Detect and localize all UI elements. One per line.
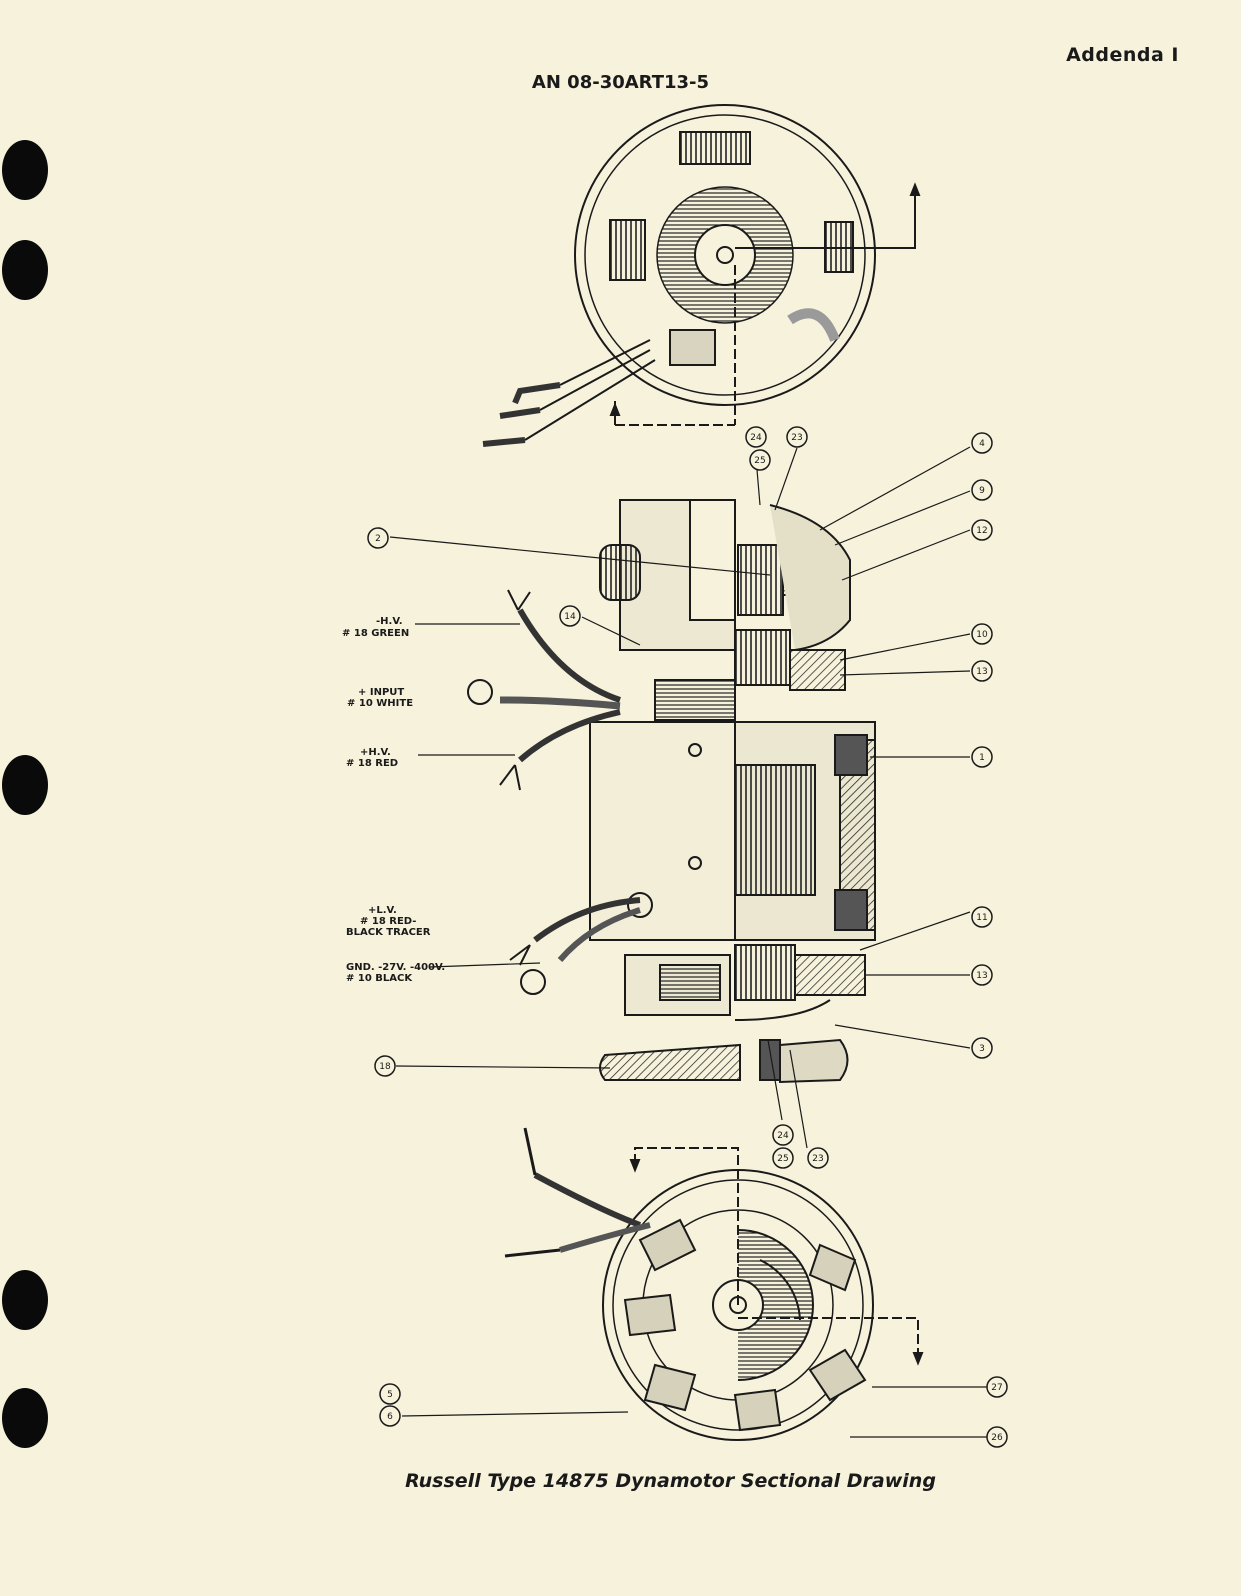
- callout-13-lower: [971, 964, 993, 986]
- callout-number: 4: [979, 439, 985, 449]
- wire-label-gnd-2: # 10 BLACK: [346, 973, 413, 984]
- callout-number: 9: [979, 486, 985, 496]
- addenda-label: Addenda I: [1066, 44, 1179, 66]
- callout-number: 14: [564, 612, 576, 622]
- callout-number: 24: [750, 433, 762, 443]
- callout-4: [971, 432, 993, 454]
- wire-label-lv-2: # 18 RED-: [360, 916, 416, 927]
- callout-25-bottom: [772, 1147, 794, 1169]
- callout-number: 10: [976, 630, 988, 640]
- wire-label-hv-neg-1: -H.V.: [376, 616, 403, 627]
- callout-number: 6: [387, 1412, 393, 1422]
- callout-number: 13: [976, 667, 987, 677]
- callout-number: 25: [777, 1154, 788, 1164]
- callout-6: [379, 1405, 401, 1427]
- callout-24-bottom: [772, 1124, 794, 1146]
- callout-11: [971, 906, 993, 928]
- wire-label-hv-pos-1: +H.V.: [360, 747, 391, 758]
- punch-hole: [2, 140, 48, 200]
- wire-labels: -H.V. # 18 GREEN + INPUT # 10 WHITE +H.V…: [342, 616, 445, 984]
- callout-5: [379, 1383, 401, 1405]
- callout-13-upper: [971, 660, 993, 682]
- callout-9: [971, 479, 993, 501]
- callout-number: 24: [777, 1131, 789, 1141]
- document-number: AN 08-30ART13-5: [531, 72, 710, 93]
- callout-14: [559, 605, 581, 627]
- wire-label-input-1: + INPUT: [358, 687, 404, 698]
- wire-label-input-2: # 10 WHITE: [347, 698, 413, 709]
- wire-label-gnd-1: GND. -27V. -400V.: [346, 962, 445, 973]
- callout-12: [971, 519, 993, 541]
- callout-number: 13: [976, 971, 987, 981]
- punch-hole: [2, 1270, 48, 1330]
- callout-24-top: [745, 426, 767, 448]
- wire-label-lv-3: BLACK TRACER: [346, 927, 431, 938]
- callout-3: [971, 1037, 993, 1059]
- wire-label-lv-1: +L.V.: [368, 905, 397, 916]
- callout-number: 25: [754, 456, 765, 466]
- callout-number: 2: [375, 534, 381, 544]
- callout-number: 27: [991, 1383, 1002, 1393]
- bottom-end-view: [504, 1127, 924, 1441]
- callout-number: 26: [991, 1433, 1003, 1443]
- punch-hole: [2, 240, 48, 300]
- side-section-view: [467, 499, 876, 1084]
- callout-number: 3: [979, 1044, 985, 1054]
- callout-numbers: 24 25 23 4 9 12 2 14 10 13 1 11 13 3 18 …: [375, 433, 1003, 1443]
- wire-label-hv-pos-2: # 18 RED: [346, 758, 398, 769]
- callout-number: 12: [976, 526, 987, 536]
- callout-number: 11: [976, 913, 987, 923]
- callout-1: [971, 746, 993, 768]
- callout-23-bottom: [807, 1147, 829, 1169]
- callout-18: [374, 1055, 396, 1077]
- figure-caption: Russell Type 14875 Dynamotor Sectional D…: [405, 1470, 936, 1492]
- callout-2: [367, 527, 389, 549]
- callout-markers: [367, 426, 1008, 1448]
- punch-hole: [2, 1388, 48, 1448]
- callout-number: 1: [979, 753, 985, 763]
- top-end-view: [482, 104, 921, 447]
- punch-hole: [2, 755, 48, 815]
- callout-number: 5: [387, 1390, 393, 1400]
- callout-10: [971, 623, 993, 645]
- callout-number: 23: [791, 433, 802, 443]
- callout-number: 18: [379, 1062, 391, 1072]
- callout-number: 23: [812, 1154, 823, 1164]
- leader-lines: [389, 446, 990, 1438]
- callout-25-top: [749, 449, 771, 471]
- callout-23-top: [786, 426, 808, 448]
- callout-27: [986, 1376, 1008, 1398]
- wire-label-hv-neg-2: # 18 GREEN: [342, 628, 409, 639]
- callout-26: [986, 1426, 1008, 1448]
